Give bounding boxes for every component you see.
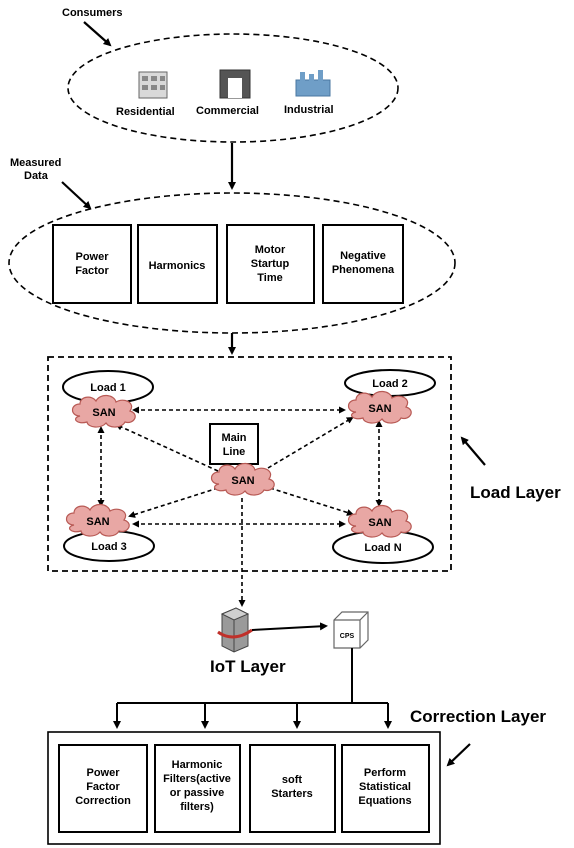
load-layer-pointer-arrow <box>460 436 486 466</box>
correction-box-power-factor-correction: Power Factor Correction <box>58 744 148 833</box>
svg-text:Factor: Factor <box>75 265 109 277</box>
residential-icon <box>138 71 168 99</box>
svg-text:Harmonic: Harmonic <box>172 759 223 771</box>
san-label-load-2: SAN <box>368 403 391 415</box>
measured-box-harmonics: Harmonics <box>137 224 218 304</box>
main-line-label-line1: Main <box>221 432 246 444</box>
load-n-label: Load N <box>364 542 401 554</box>
svg-text:Power: Power <box>86 767 120 779</box>
consumer-residential: Residential <box>116 106 175 118</box>
svg-text:Motor: Motor <box>255 244 286 256</box>
load-1-label: Load 1 <box>90 382 125 394</box>
load-3-label: Load 3 <box>91 541 126 553</box>
main-line-box <box>209 423 259 465</box>
measured-data-label-line1: Measured <box>10 157 61 169</box>
consumer-industrial: Industrial <box>284 104 334 116</box>
correction-drop-arrows <box>113 703 392 729</box>
svg-text:Correction: Correction <box>75 795 131 807</box>
svg-text:Phenomena: Phenomena <box>332 264 395 276</box>
measured-box-motor-startup-time: Motor Startup Time <box>226 224 315 304</box>
load-layer-label: Load Layer <box>470 483 561 502</box>
server-icon <box>217 607 253 653</box>
svg-text:Startup: Startup <box>251 258 290 270</box>
san-label-load-1: SAN <box>92 407 115 419</box>
svg-text:Factor: Factor <box>86 781 120 793</box>
svg-text:Statistical: Statistical <box>359 781 411 793</box>
svg-text:Perform: Perform <box>364 767 406 779</box>
measured-pointer-arrow <box>61 181 92 210</box>
measured-box-power-factor: Power Factor <box>52 224 132 304</box>
main-line-label-line2: Line <box>223 446 246 458</box>
svg-text:Filters(active: Filters(active <box>163 773 231 785</box>
consumers-ellipse <box>67 33 399 143</box>
correction-layer-pointer-arrow <box>446 743 471 767</box>
iot-layer-label: IoT Layer <box>210 657 286 676</box>
svg-text:or passive: or passive <box>170 787 224 799</box>
measured-box-negative-phenomena: Negative Phenomena <box>322 224 404 304</box>
svg-text:soft: soft <box>282 774 303 786</box>
svg-text:Equations: Equations <box>358 795 411 807</box>
commercial-icon <box>219 69 251 99</box>
svg-text:Time: Time <box>257 272 282 284</box>
san-label-main-line: SAN <box>231 475 254 487</box>
cps-cube-icon <box>333 611 369 649</box>
svg-text:Harmonics: Harmonics <box>149 260 206 272</box>
svg-text:Negative: Negative <box>340 250 386 262</box>
correction-box-perform-statistical-equations: Perform Statistical Equations <box>341 744 430 833</box>
san-connections <box>97 406 383 607</box>
san-label-load-3: SAN <box>86 516 109 528</box>
san-label-load-n: SAN <box>368 517 391 529</box>
svg-text:Starters: Starters <box>271 788 313 800</box>
consumer-commercial: Commercial <box>196 105 259 117</box>
measured-data-label-line2: Data <box>24 170 49 182</box>
load-2-label: Load 2 <box>372 378 407 390</box>
svg-text:Power: Power <box>75 251 109 263</box>
server-to-cps-arrow <box>251 622 328 631</box>
consumers-pointer-arrow <box>83 21 112 47</box>
correction-layer-label: Correction Layer <box>410 707 546 726</box>
svg-text:filters): filters) <box>180 801 214 813</box>
correction-box-harmonic-filters: Harmonic Filters(active or passive filte… <box>154 744 241 833</box>
correction-box-soft-starters: soft Starters <box>249 744 336 833</box>
load-layer-box <box>47 356 452 572</box>
industrial-icon <box>295 70 331 97</box>
cps-label: CPS <box>340 633 355 640</box>
consumers-label: Consumers <box>62 7 123 19</box>
